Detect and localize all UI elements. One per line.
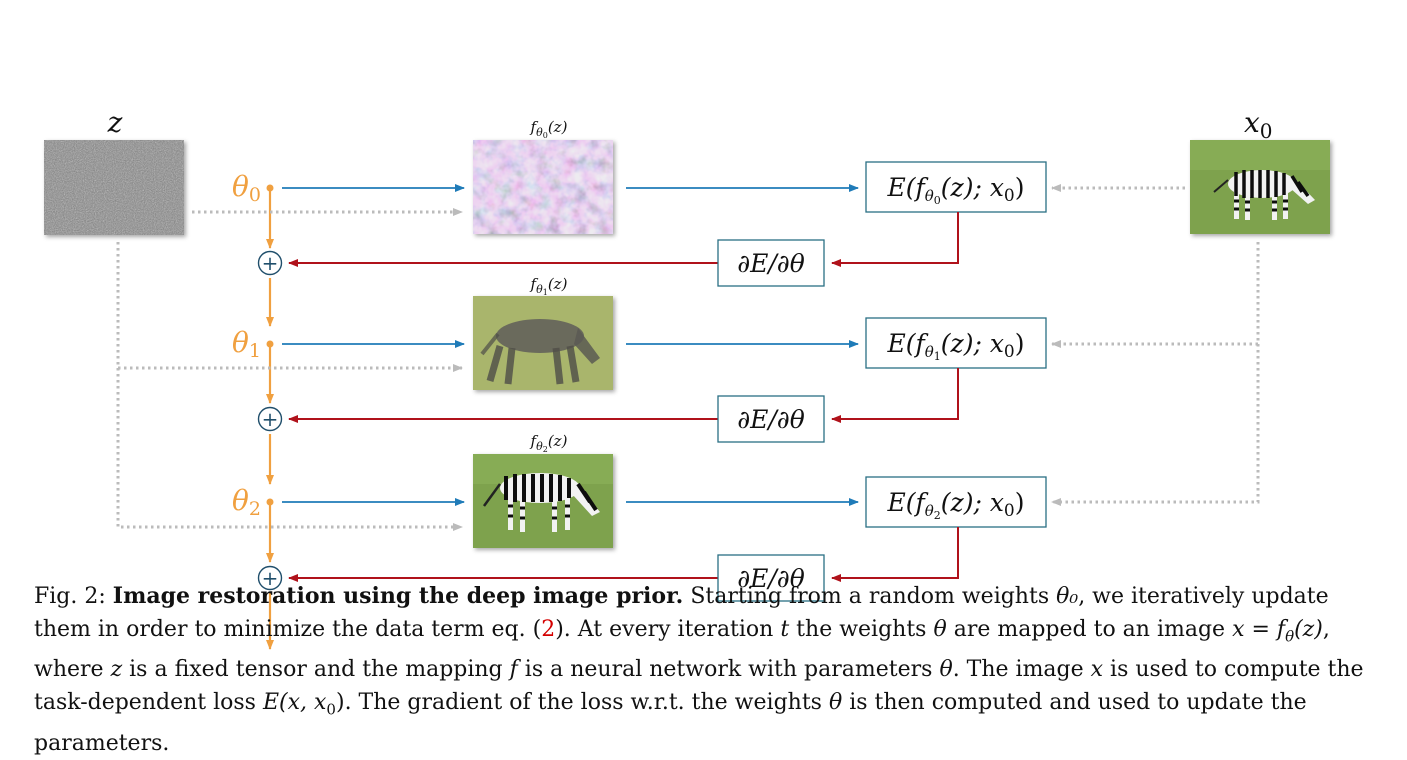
svg-text:+: +: [262, 566, 279, 590]
caption-text: Starting from a random weights: [683, 584, 1057, 609]
figure-caption: Fig. 2: Image restoration using the deep…: [34, 580, 1374, 760]
caption-text: is a neural network with parameters: [517, 657, 940, 683]
plus-node-1: +: [257, 406, 283, 432]
output-image-0: [473, 140, 613, 234]
theta1-label: θ1: [232, 326, 261, 362]
equation-ref-link[interactable]: 2: [541, 617, 556, 642]
caption-math: z: [110, 657, 123, 683]
energy-box-2: E(fθ2(z); x0): [865, 476, 1047, 528]
zebra-image-x0: [1190, 140, 1330, 234]
caption-text: is a fixed tensor and the mapping: [122, 657, 510, 683]
output-image-2: [473, 454, 613, 548]
x0-label: x0: [1244, 106, 1273, 143]
theta0-label: θ0: [232, 170, 261, 206]
caption-text: . The image: [952, 657, 1091, 683]
z-input-paths: [116, 208, 463, 531]
caption-text: the weights: [789, 617, 934, 642]
svg-text:+: +: [262, 251, 279, 275]
caption-math: 0: [326, 700, 336, 719]
gradient-box-2: ∂E/∂θ: [717, 554, 825, 602]
output-image-1: [473, 296, 613, 390]
forward-arrows: [282, 184, 859, 506]
caption-text: is then computed and used to update the …: [34, 690, 1307, 756]
caption-math: E(x, x: [262, 690, 327, 716]
caption-text: , where: [34, 617, 1330, 683]
plus-node-0: +: [257, 250, 283, 276]
gradient-box-1: ∂E/∂θ: [717, 395, 825, 443]
caption-text: ). At every iteration: [555, 617, 781, 642]
svg-text:∂E/∂θ: ∂E/∂θ: [737, 249, 805, 278]
caption-math: θ: [1285, 627, 1295, 646]
caption-math: x: [1090, 657, 1104, 683]
x0-input-paths: [1051, 184, 1260, 506]
energy-box-0: E(fθ0(z); x0): [865, 161, 1047, 213]
f-label-0: fθ0(z): [530, 118, 568, 140]
f-label-1: fθ1(z): [530, 275, 568, 297]
gradient-box-0: ∂E/∂θ: [717, 239, 825, 287]
theta0-node: [266, 184, 274, 192]
caption-math: θ₀: [1056, 584, 1079, 609]
svg-text:E(fθ1(z); x0): E(fθ1(z); x0): [886, 329, 1024, 363]
noise-image-z: [44, 140, 184, 235]
gradient-paths: [288, 212, 959, 582]
caption-fig-number: Fig. 2:: [34, 584, 113, 609]
svg-text:∂E/∂θ: ∂E/∂θ: [737, 405, 805, 434]
caption-math: θ: [939, 657, 953, 683]
caption-text: , we iteratively update them in order to…: [34, 584, 1329, 642]
plus-node-2: +: [257, 565, 283, 591]
caption-text: . The gradient of the loss w.r.t. the we…: [344, 690, 829, 716]
caption-math: θ: [933, 617, 947, 642]
svg-text:∂E/∂θ: ∂E/∂θ: [737, 564, 805, 593]
z-label: z: [107, 106, 123, 139]
caption-math: f: [509, 657, 518, 683]
svg-text:+: +: [262, 407, 279, 431]
caption-math: (z): [1294, 617, 1323, 642]
svg-text:E(fθ2(z); x0): E(fθ2(z); x0): [886, 488, 1024, 522]
energy-box-1: E(fθ1(z); x0): [865, 317, 1047, 369]
caption-math: θ: [828, 690, 843, 716]
theta2-label: θ2: [232, 484, 261, 520]
caption-math: x = f: [1232, 617, 1286, 642]
theta2-node: [266, 498, 274, 506]
svg-text:E(fθ0(z); x0): E(fθ0(z); x0): [886, 173, 1024, 207]
caption-math: ): [335, 690, 345, 716]
caption-text: are mapped to an image: [946, 617, 1233, 642]
caption-title: Image restoration using the deep image p…: [112, 583, 684, 609]
theta1-node: [266, 340, 274, 348]
f-label-2: fθ2(z): [530, 432, 568, 454]
caption-math: t: [780, 617, 790, 642]
caption-text: is used to compute the task-dependent lo…: [34, 657, 1364, 716]
